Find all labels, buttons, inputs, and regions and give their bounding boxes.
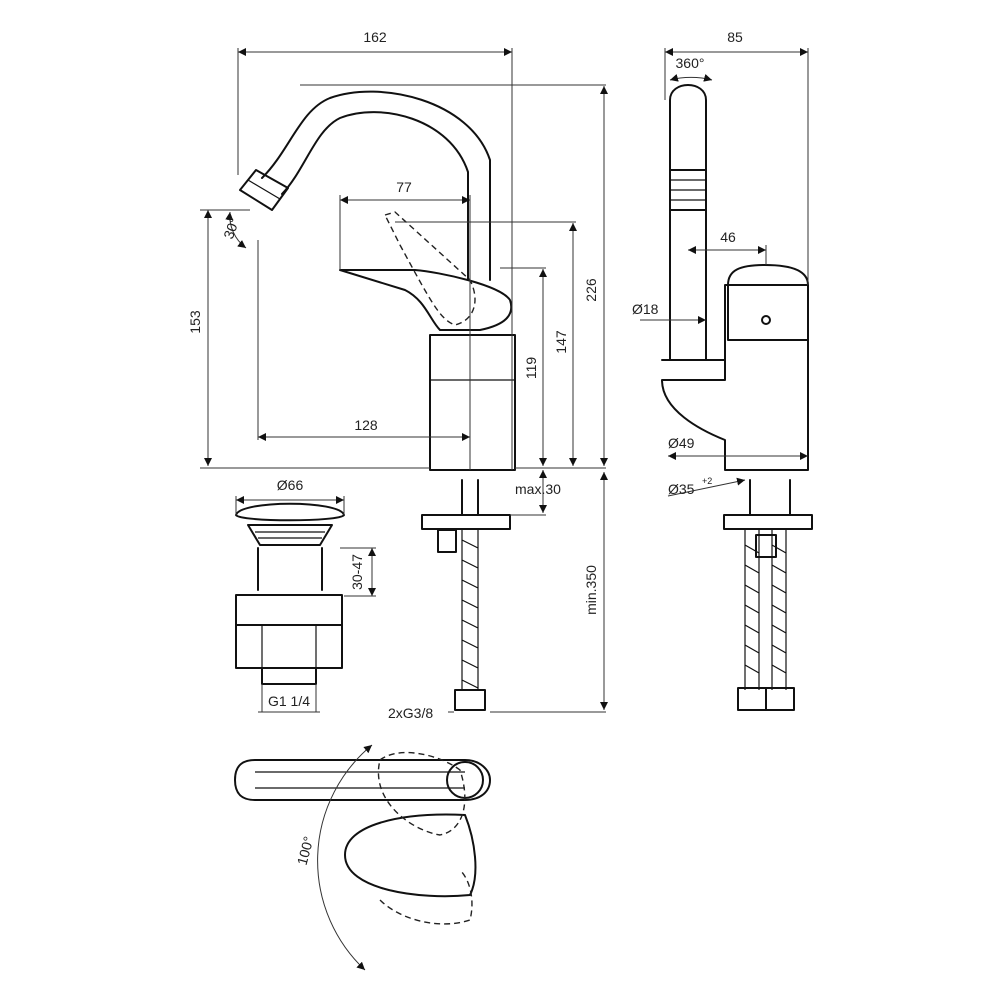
dim-d49: Ø49	[668, 435, 695, 451]
waste-nut	[235, 594, 343, 626]
side-connector-right	[765, 687, 795, 711]
dim-162: 162	[363, 29, 387, 45]
top-lever	[344, 813, 477, 898]
hose-connector	[454, 689, 486, 711]
waste-body	[235, 624, 343, 669]
dim-d18: Ø18	[632, 301, 659, 317]
dim-46: 46	[720, 229, 736, 245]
top-view: 100°	[234, 744, 491, 971]
dim-max30: max.30	[515, 481, 561, 497]
dim-226: 226	[583, 278, 599, 302]
top-lever-open-2	[379, 869, 473, 925]
dim-147: 147	[553, 330, 569, 354]
spout-outline	[261, 90, 491, 281]
dim-100deg: 100°	[294, 835, 317, 867]
dim-d66: Ø66	[277, 477, 304, 493]
waste-view: Ø66 30-47 G1 1/4	[235, 477, 376, 713]
dim-128: 128	[354, 417, 378, 433]
side-spout	[669, 84, 707, 361]
side-nut	[755, 534, 777, 558]
dim-119: 119	[523, 357, 539, 380]
label-hose-connection: 2xG3/8	[388, 705, 433, 721]
faucet-body	[429, 334, 516, 471]
side-mounting-plate	[723, 514, 813, 530]
nut	[437, 529, 457, 553]
dim-85: 85	[727, 29, 743, 45]
side-indicator	[761, 315, 771, 325]
spout-inner-outline	[281, 111, 469, 281]
side-lever	[727, 264, 809, 341]
dim-153: 153	[187, 310, 203, 334]
lever-open-position	[384, 211, 476, 326]
dim-77: 77	[396, 179, 412, 195]
waste-flange	[247, 524, 333, 546]
waste-cap	[235, 502, 345, 522]
dim-d35: Ø35	[668, 481, 695, 497]
waste-stem	[257, 547, 323, 591]
dim-min350: min.350	[583, 565, 599, 615]
label-g1-1-4: G1 1/4	[268, 693, 310, 709]
mounting-plate	[421, 514, 511, 530]
dim-30deg: 30°	[220, 216, 242, 241]
front-view: 162 77 128 153 30° 226 147 119	[187, 29, 608, 721]
top-body	[446, 761, 484, 799]
side-hose-right	[771, 530, 787, 690]
dim-30-47: 30-47	[349, 554, 365, 590]
top-lever-open	[377, 752, 466, 836]
waste-outlet	[261, 667, 317, 685]
aerator-line	[247, 179, 281, 200]
side-view: 85 360° 46 Ø18 Ø49 Ø35 +2	[632, 29, 813, 711]
hose	[461, 530, 479, 690]
side-hose-left	[744, 530, 760, 690]
side-body	[661, 284, 809, 471]
top-spout	[234, 759, 491, 801]
lever	[339, 269, 513, 331]
aerator	[239, 169, 289, 211]
side-connector-left	[737, 687, 767, 711]
dim-d35-tol: +2	[702, 476, 712, 486]
label-360: 360°	[676, 55, 705, 71]
